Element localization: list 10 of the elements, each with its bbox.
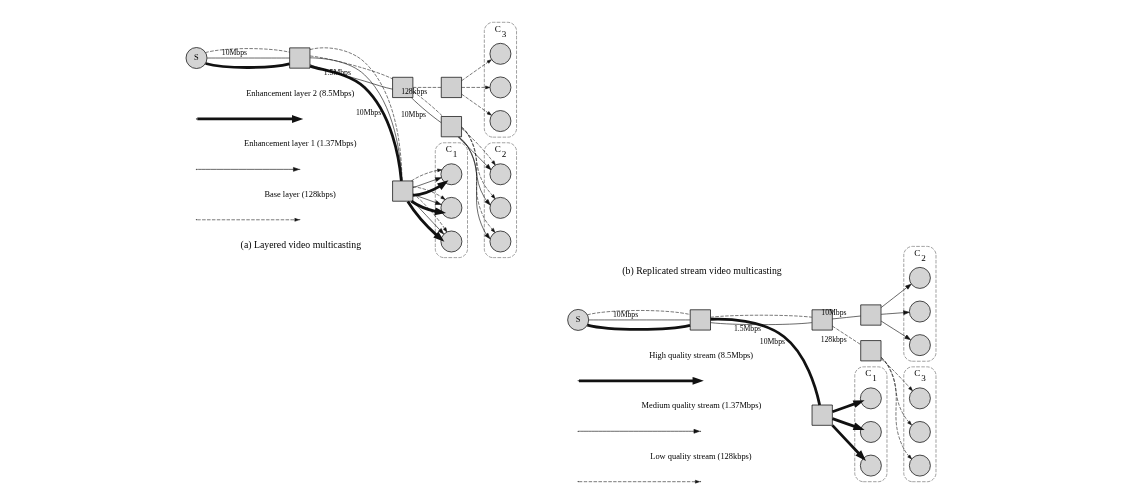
- label: (a) Layered video multicasting: [240, 238, 362, 250]
- label: (b) Replicated stream video multicasting: [622, 265, 782, 277]
- edge-label: 10Mbps: [355, 108, 382, 118]
- edge-label: 128kbps: [401, 86, 428, 96]
- edge-label: 10Mbps: [759, 336, 786, 346]
- edge-label: 10Mbps: [400, 110, 427, 120]
- edge-label: 1.5Mbps: [733, 323, 762, 333]
- edge-label: 10Mbps: [221, 47, 248, 57]
- edge-label: 128kbps: [820, 334, 847, 344]
- edge-label: 10Mbps: [613, 309, 639, 319]
